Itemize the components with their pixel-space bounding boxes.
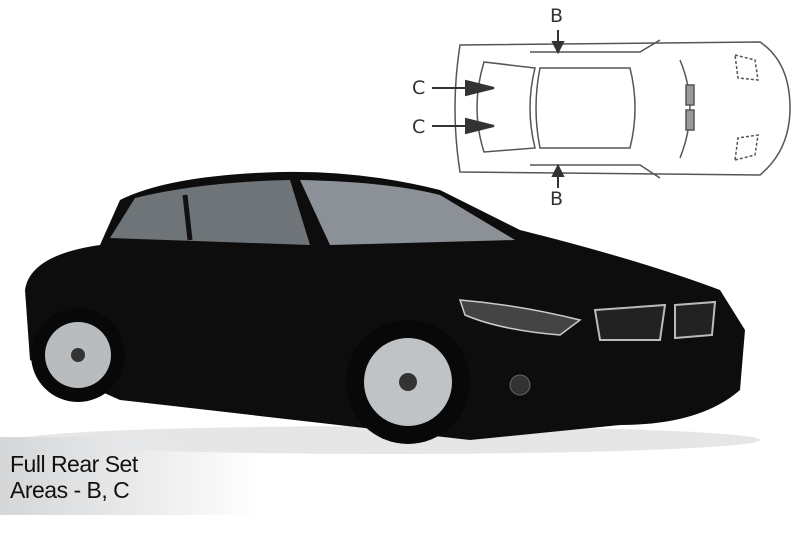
- label-c-lower: C: [412, 116, 426, 138]
- label-c-upper: C: [412, 77, 426, 99]
- caption-areas: Areas - B, C: [10, 477, 130, 503]
- top-view-diagram: [454, 39, 791, 179]
- label-b-top: B: [550, 5, 564, 27]
- caption-box: Full Rear Set Areas - B, C: [0, 437, 260, 515]
- car-photo: [20, 171, 760, 454]
- label-b-bottom: B: [550, 188, 564, 210]
- arrows: [432, 30, 565, 188]
- caption-title: Full Rear Set: [10, 451, 138, 477]
